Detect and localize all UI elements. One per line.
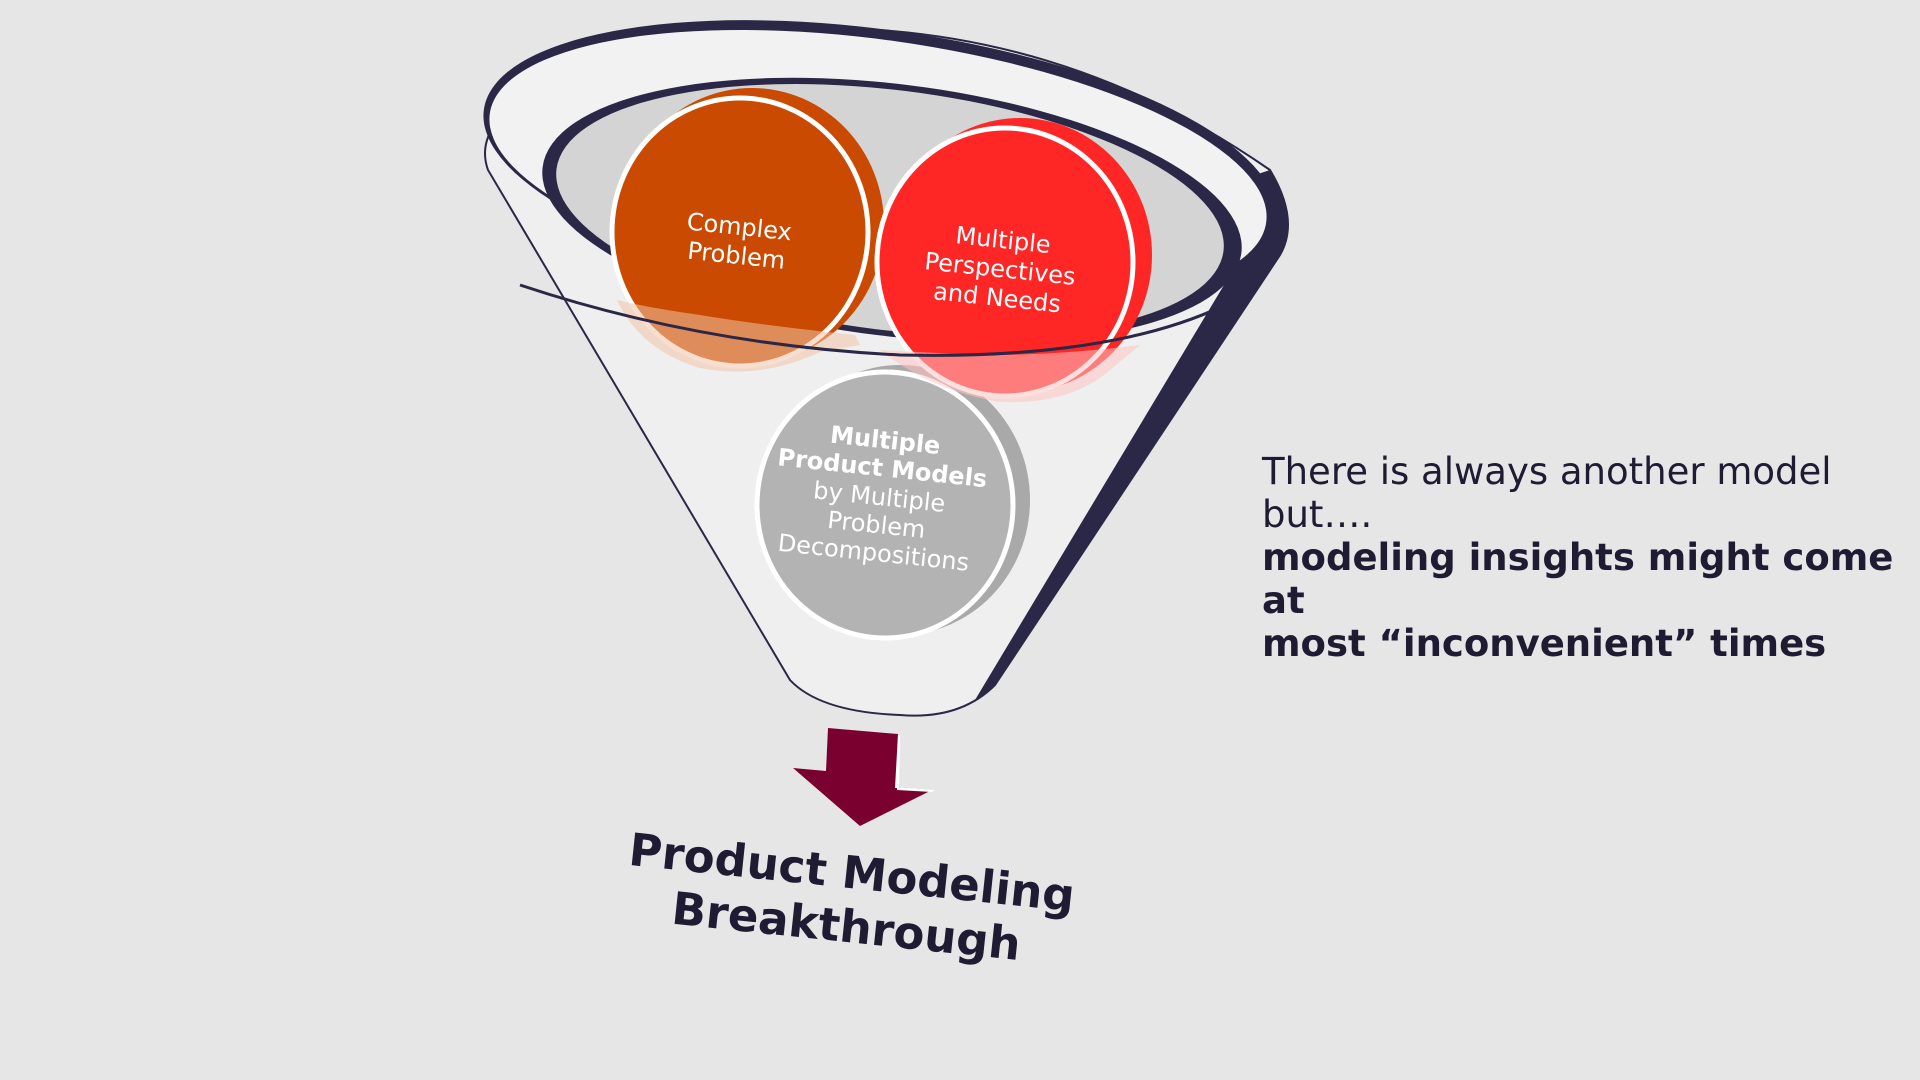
- side-note-line-3: modeling insights might come at: [1262, 536, 1894, 622]
- side-note-line-4: most “inconvenient” times: [1262, 622, 1827, 665]
- down-arrow-icon: [793, 728, 935, 826]
- circle-perspectives: [874, 118, 1152, 399]
- circle-complex-problem: [609, 88, 884, 369]
- circle-product-models: [754, 365, 1030, 641]
- side-note-line-2: but….: [1262, 493, 1373, 536]
- side-note-line-1: There is always another model: [1262, 450, 1832, 493]
- side-note: There is always another model but…. mode…: [1262, 450, 1902, 665]
